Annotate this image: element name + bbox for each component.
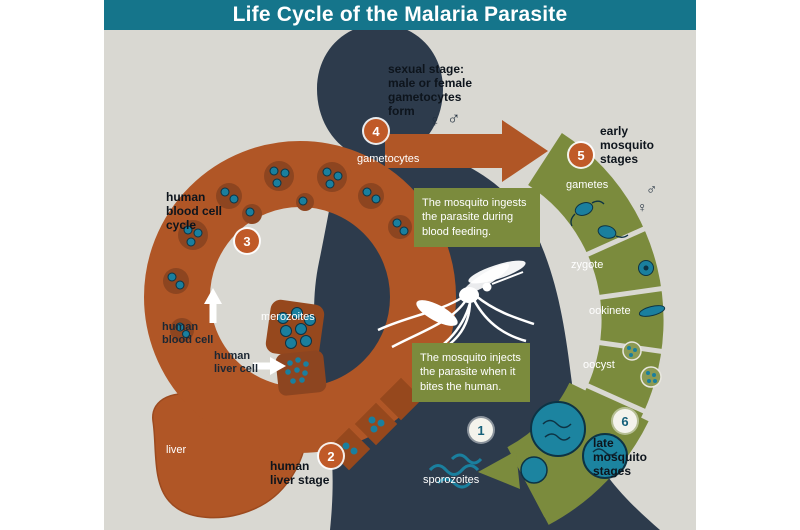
step-badge-5: 5 [569, 143, 593, 167]
callout-mosquito-ingests: The mosquito ingests the parasite during… [414, 188, 540, 247]
step-badge-2: 2 [319, 444, 343, 468]
ookinete-glyph [638, 305, 666, 317]
step-badge-3: 3 [235, 229, 259, 253]
label-early-mosquito-stages: early mosquito stages [600, 124, 654, 167]
late-oocyst-glyphs [520, 401, 628, 484]
male-symbol-icon: ♂ [447, 108, 461, 128]
blood-cells [163, 161, 412, 342]
label-merozoites: merozoites [261, 311, 315, 323]
label-human-liver-stage: human liver stage [270, 459, 330, 488]
mosquito-illustration [377, 260, 535, 362]
label-gametes: gametes [566, 179, 609, 191]
female-symbol-right-icon: ♀ [637, 199, 648, 215]
step-badge-1: 1 [469, 418, 493, 442]
label-ookinete: ookinete [589, 305, 631, 317]
blood-cell-cycle-ring [144, 141, 456, 453]
merozoite-cluster [265, 299, 325, 359]
gamete-glyphs [570, 200, 629, 239]
pointer-arrows [204, 288, 286, 375]
male-symbol-right-icon: ♂ [646, 181, 658, 198]
label-human-liver-cell: human liver cell [214, 350, 259, 375]
label-human-blood-cell: human blood cell [162, 321, 214, 346]
label-oocyst: oocyst [583, 359, 615, 371]
zygote-glyph [638, 260, 654, 276]
step-badge-4: 4 [364, 119, 388, 143]
label-late-mosquito-stages: late mosquito stages [593, 436, 647, 479]
label-gametocytes: gametocytes [357, 153, 420, 165]
liver-cell-cluster [275, 350, 327, 396]
label-sexual-stage: sexual stage: male or female gametocytes… [388, 62, 473, 119]
sporozoite-glyphs [428, 453, 483, 489]
callout-mosquito-injects: The mosquito injects the parasite when i… [412, 343, 530, 402]
female-symbol-icon: ♀ [429, 113, 441, 130]
step-badge-6: 6 [613, 409, 637, 433]
liver-stage-tiles [327, 377, 423, 471]
label-human-blood-cell-cycle: human blood cell cycle [166, 190, 223, 233]
page-title: Life Cycle of the Malaria Parasite [232, 3, 568, 26]
label-sporozoites: sporozoites [423, 474, 480, 486]
title-bar: Life Cycle of the Malaria Parasite [104, 0, 696, 30]
label-zygote: zygote [571, 259, 604, 271]
oocyst-glyphs [622, 341, 662, 388]
label-liver: liver [166, 444, 187, 456]
transmission-arrow [385, 120, 548, 182]
